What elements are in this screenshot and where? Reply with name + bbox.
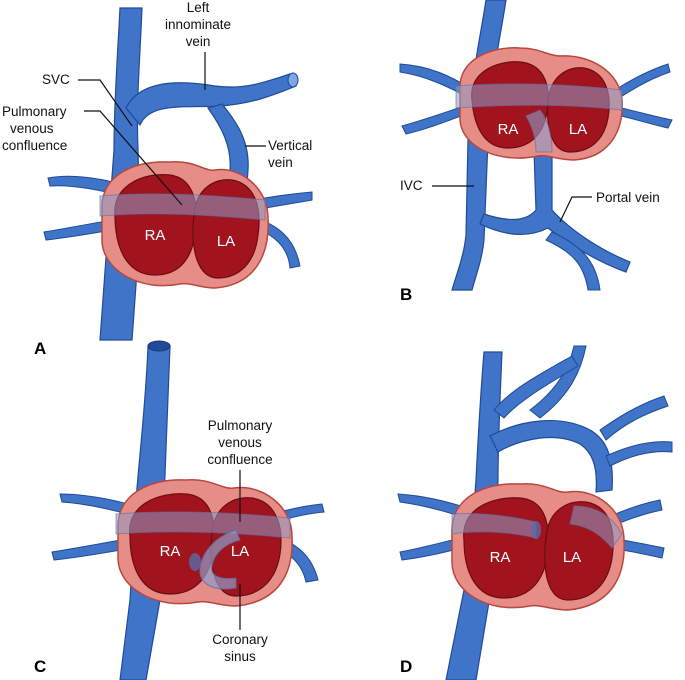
vessel-d-right-branch-2 [605,441,673,467]
pulmonary-venous-confluence-label-line3: confluence [2,138,67,153]
la-label-b: LA [569,121,587,138]
portal-vein-label: Portal vein [596,190,660,205]
vertical-vein-label-line1: Vertical [268,138,312,153]
pulmonary-venous-confluence-c [115,511,291,539]
right-confluence-d [569,505,623,549]
coronary-sinus-opening-c [189,553,201,571]
pulmonary-venous-confluence-b [455,83,623,111]
ivc-label: IVC [400,178,423,193]
right-atrium [114,173,197,276]
vessel-d-right-branch-1 [599,395,669,441]
la-label-d: LA [563,549,581,566]
la-label: LA [217,233,235,250]
descending-vein-b [525,109,553,153]
left-innominate-vein-label-line1: Left [187,0,210,15]
ra-label-b: RA [498,121,519,138]
svc-label: SVC [42,72,70,87]
pulmonary-venous-confluence-label-c-line3: confluence [207,452,272,467]
pulmonary-venous-confluence-band [99,193,266,221]
panel-letter-d: D [400,657,412,676]
panel-b: RA LA IVC Portal vein B [399,0,673,304]
left-innominate-vein-label-line3: vein [186,34,211,49]
ra-label-d: RA [490,549,511,566]
confluence-opening-d [531,521,541,539]
vessel-d-upper-curve [493,355,579,419]
ra-label: RA [145,227,166,244]
coronary-sinus-label-line1: Coronary [212,632,268,647]
ra-label-c: RA [160,543,181,560]
la-label-c: LA [231,543,249,560]
portal-vein-vessel [479,149,631,273]
panel-letter-a: A [34,339,46,358]
pulmonary-venous-confluence-label-line1: Pulmonary [2,104,67,119]
pulmonary-venous-confluence-label-line2: venous [10,121,54,136]
leader-portal-vein [559,196,592,223]
panel-d: RA LA D [397,345,673,680]
innominate-vein-d [489,420,613,493]
panel-letter-b: B [400,285,412,304]
right-atrium-d [463,497,549,599]
panel-letter-c: C [34,657,46,676]
portal-vein-branch [545,231,601,291]
svc-opening-c [147,340,171,352]
coronary-sinus-label-line2: sinus [224,649,256,664]
pulmonary-venous-confluence-label-c-line2: venous [218,435,262,450]
coronary-sinus-c [199,529,241,590]
panel-c: RA LA Pulmonary venous confluence Corona… [34,340,325,680]
leader-svc [78,79,133,127]
leader-confluence-a [84,110,183,206]
panel-a: RA LA Left innominate vein SVC Pulmonary… [2,0,313,358]
pulmonary-venous-confluence-label-c-line1: Pulmonary [208,418,273,433]
innominate-vein-vessel [125,73,297,127]
left-innominate-vein-label-line2: innominate [165,17,231,32]
vertical-vein-label-line2: vein [268,155,293,170]
innominate-vein-end [287,72,299,88]
